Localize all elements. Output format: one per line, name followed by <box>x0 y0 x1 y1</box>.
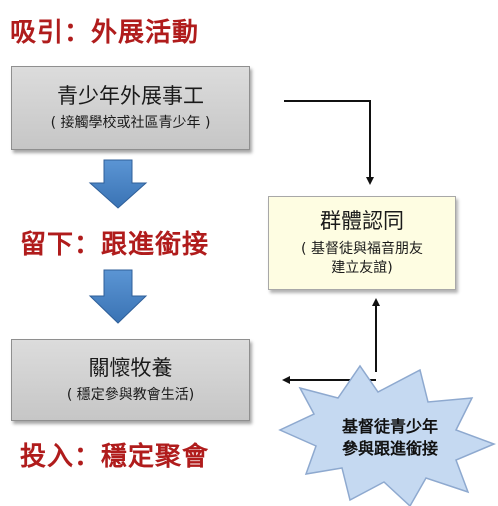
outreach-ministry-box: 青少年外展事工 ( 接觸學校或社區青少年 ) <box>11 66 250 150</box>
group-identity-subtitle-line2: 建立友誼) <box>331 259 393 276</box>
pastoral-care-title: 關懷牧養 <box>88 355 173 380</box>
group-identity-subtitle-line1: ( 基督徒與福音朋友 <box>301 240 423 257</box>
group-identity-box: 群體認同 ( 基督徒與福音朋友 建立友誼) <box>268 196 456 290</box>
starburst-shape <box>278 364 497 506</box>
down-arrow-1 <box>88 159 148 209</box>
connector-outreach-to-group <box>284 100 374 185</box>
heading-attract: 吸引：外展活動 <box>10 18 200 48</box>
outreach-ministry-title: 青少年外展事工 <box>57 83 204 108</box>
heading-stay: 留下：跟進銜接 <box>20 230 210 260</box>
down-arrow-2 <box>88 269 148 324</box>
starburst-line1: 基督徒青少年 <box>341 417 438 436</box>
group-identity-title: 群體認同 <box>320 209 404 234</box>
heading-invest: 投入：穩定聚會 <box>20 442 210 472</box>
pastoral-care-box: 關懷牧養 ( 穩定參與教會生活) <box>11 339 250 421</box>
starburst-line2: 參與跟進銜接 <box>341 438 438 458</box>
outreach-ministry-subtitle: ( 接觸學校或社區青少年 ) <box>50 115 211 132</box>
starburst-label: 基督徒青少年 參與跟進銜接 <box>320 416 460 459</box>
pastoral-care-subtitle: ( 穩定參與教會生活) <box>66 387 195 404</box>
